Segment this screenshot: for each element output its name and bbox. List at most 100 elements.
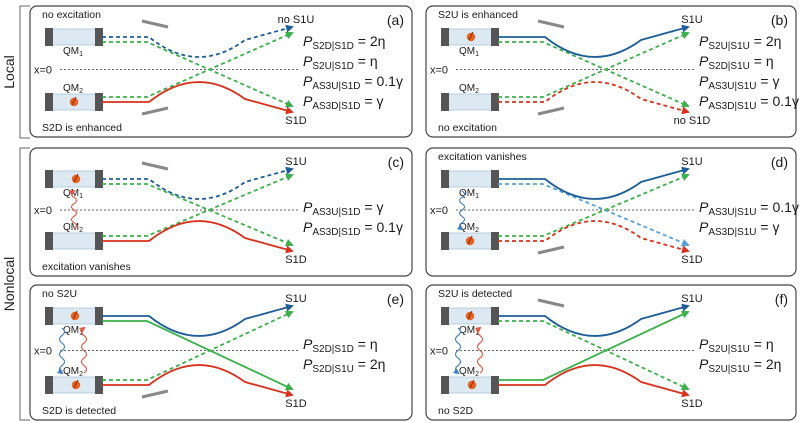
panel-tag: (f) bbox=[775, 291, 788, 307]
atom-spin-2 bbox=[469, 379, 475, 389]
axis-label: x=0 bbox=[430, 65, 448, 77]
channel-upper bbox=[102, 24, 294, 58]
qm1-memory bbox=[45, 28, 103, 46]
qm2-left-electrode bbox=[441, 93, 449, 111]
output-top-label: S1U bbox=[681, 14, 702, 26]
qm2-right-electrode bbox=[95, 93, 103, 111]
qm2-label: QM2 bbox=[63, 222, 83, 234]
pump-indicator bbox=[537, 298, 565, 308]
qm1-right-electrode bbox=[95, 28, 103, 46]
lower-note: S2D is detected bbox=[42, 405, 116, 417]
pump-indicator bbox=[141, 389, 169, 399]
channel-lower bbox=[498, 220, 690, 254]
channel-diag-down bbox=[102, 183, 294, 247]
panel-tag: (e) bbox=[387, 291, 404, 307]
channel-diag-down bbox=[102, 41, 294, 108]
qm2-label: QM2 bbox=[459, 222, 479, 234]
probability-eq: PAS3D|S1D = 0.1γ bbox=[303, 219, 403, 238]
panel-tag: (b) bbox=[771, 12, 788, 28]
axis-label: x=0 bbox=[430, 205, 448, 217]
qm1-label: QM1 bbox=[459, 46, 479, 58]
qm2-left-electrode bbox=[441, 232, 449, 250]
atom-spin-1 bbox=[72, 310, 78, 320]
pump-indicator bbox=[141, 106, 169, 116]
channel-lower bbox=[498, 81, 690, 115]
qm2-right-electrode bbox=[95, 232, 103, 250]
qm1-left-electrode bbox=[45, 170, 53, 188]
axis-label: x=0 bbox=[34, 65, 52, 77]
atom-spin-1 bbox=[467, 310, 473, 320]
panel-tag: (a) bbox=[387, 12, 404, 28]
qm2-memory bbox=[441, 93, 499, 111]
channel-diag-down bbox=[498, 183, 690, 247]
channel-diag-down bbox=[498, 41, 690, 108]
pump-indicator bbox=[141, 161, 169, 171]
probability-eq: PAS3D|S1U = γ bbox=[699, 219, 780, 238]
upper-note: no S2U bbox=[42, 288, 77, 300]
atom-spin-2 bbox=[73, 379, 79, 389]
lower-note: excitation vanishes bbox=[42, 261, 131, 273]
group-label-nonlocal: Nonlocal bbox=[1, 257, 17, 311]
output-bottom-label: S1D bbox=[681, 254, 702, 266]
heralding-link-up bbox=[475, 326, 484, 374]
probability-eq: PS2U|S1U = 2η bbox=[699, 33, 781, 52]
probability-eq: PAS3U|S1U = 0.1γ bbox=[699, 199, 799, 218]
output-bottom-label: S1D bbox=[285, 254, 306, 266]
atom-spin-2 bbox=[71, 96, 77, 106]
channel-diag-up bbox=[102, 310, 294, 381]
qm2-right-electrode bbox=[491, 93, 499, 111]
qm1-label: QM1 bbox=[63, 325, 83, 337]
upper-note: excitation vanishes bbox=[438, 151, 527, 163]
probability-eq: PS2D|S1D = η bbox=[303, 336, 378, 355]
panel-tag: (d) bbox=[771, 154, 788, 170]
probability-eq: PS2D|S1D = 2η bbox=[303, 33, 385, 52]
probability-eq: PS2D|S1U = η bbox=[699, 53, 774, 72]
qm2-cell bbox=[442, 93, 498, 111]
qm2-left-electrode bbox=[45, 376, 53, 394]
pump-indicator bbox=[537, 245, 565, 255]
heralding-link-down bbox=[457, 190, 466, 231]
output-top-label: S1U bbox=[285, 293, 306, 305]
qm1-left-electrode bbox=[441, 28, 449, 46]
probability-eq: PAS3U|S1U = γ bbox=[699, 73, 780, 92]
heralding-link-up bbox=[69, 189, 78, 230]
qm2-label: QM2 bbox=[63, 366, 83, 378]
output-top-label: no S1U bbox=[278, 14, 315, 26]
qm1-cell bbox=[442, 170, 498, 188]
channel-diag-up bbox=[102, 31, 294, 98]
channel-diag-up bbox=[498, 31, 690, 98]
qm1-left-electrode bbox=[441, 307, 449, 325]
heralding-link-down bbox=[57, 327, 66, 375]
qm2-label: QM2 bbox=[459, 83, 479, 95]
qm2-memory bbox=[45, 232, 103, 250]
panel-frame bbox=[425, 147, 797, 277]
atom-spin-1 bbox=[468, 31, 474, 41]
qm1-right-electrode bbox=[491, 28, 499, 46]
axis-label: x=0 bbox=[430, 346, 448, 358]
probability-eq: PS2D|S1U = 2η bbox=[303, 356, 385, 375]
panel-frame bbox=[29, 5, 413, 138]
upper-note: S2U is enhanced bbox=[438, 9, 518, 21]
upper-note: S2U is detected bbox=[438, 288, 512, 300]
probability-eq: PS2U|S1U = 2η bbox=[699, 356, 781, 375]
qm2-right-electrode bbox=[491, 376, 499, 394]
qm1-label: QM1 bbox=[459, 325, 479, 337]
atom-spin-2 bbox=[467, 235, 473, 245]
qm1-label: QM1 bbox=[459, 188, 479, 200]
channel-lower bbox=[102, 81, 294, 115]
qm2-left-electrode bbox=[441, 376, 449, 394]
lower-note: S2D is enhanced bbox=[42, 122, 122, 134]
channel-upper bbox=[498, 303, 690, 337]
output-top-label: S1U bbox=[285, 156, 306, 168]
channel-diag-down bbox=[102, 320, 294, 391]
panel-frame bbox=[29, 284, 413, 421]
channel-diag-down bbox=[498, 320, 690, 391]
local-bracket bbox=[19, 5, 30, 139]
qm2-left-electrode bbox=[45, 93, 53, 111]
